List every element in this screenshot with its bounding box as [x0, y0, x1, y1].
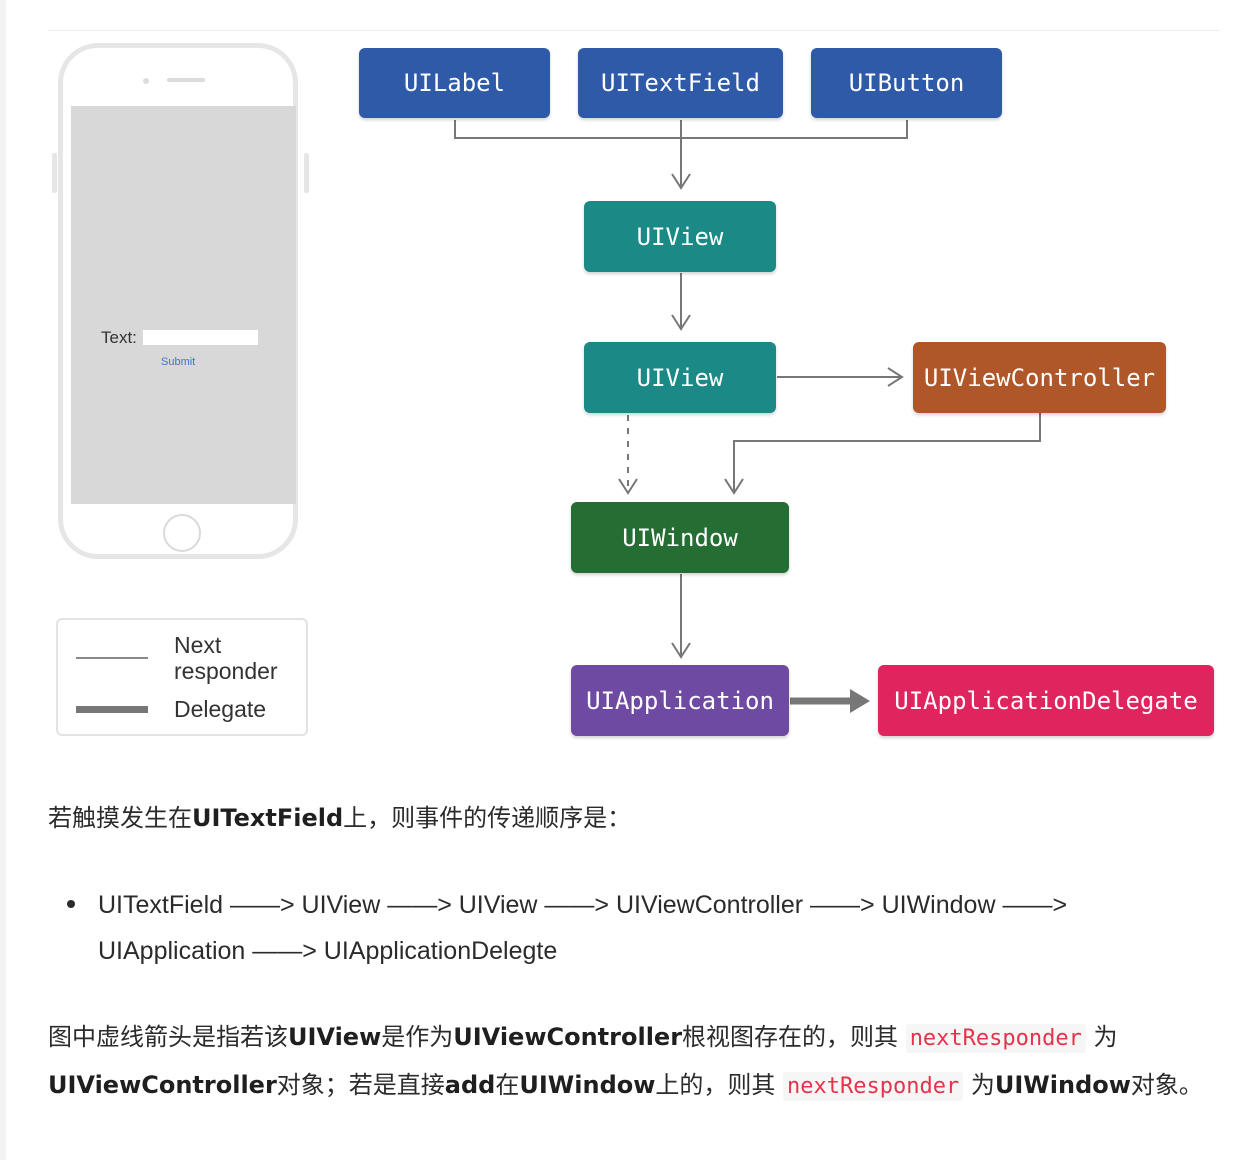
bullet-dot [67, 900, 75, 908]
responder-chain-figure: Text: Submit Next responder Delegate [48, 33, 1220, 743]
p2-bold-uiviewcontroller: UIViewController [453, 1023, 683, 1051]
arrowhead-2 [671, 314, 691, 331]
p2-text-1: 图中虚线箭头是指若该 [48, 1023, 288, 1051]
phone-home-button [163, 514, 201, 552]
legend: Next responder Delegate [56, 618, 308, 736]
p2-text-4: 为 [1085, 1023, 1118, 1051]
arrow-uiviewcontroller-to-uiwindow [733, 413, 1041, 493]
phone-text-field [143, 330, 258, 345]
phone-text-label: Text: [101, 328, 137, 347]
legend-thick-line [76, 706, 148, 713]
arrowhead-3 [887, 367, 904, 387]
node-uiapplicationdelegate: UIApplicationDelegate [878, 665, 1214, 736]
p2-text-2: 是作为 [381, 1023, 454, 1051]
legend-next-responder: Next responder [174, 632, 278, 684]
phone-speaker [167, 78, 205, 82]
p1-suffix: 上，则事件的传递顺序是： [343, 804, 632, 832]
p2-text-5: 对象；若是直接 [276, 1071, 445, 1099]
p2-text-9: 对象。 [1130, 1071, 1203, 1099]
p2-text-6: 在 [495, 1071, 520, 1099]
p2-code-nextresponder-1: nextResponder [905, 1024, 1086, 1053]
paragraph-explanation: 图中虚线箭头是指若该UIView是作为UIViewController根视图存在… [48, 1014, 1220, 1110]
node-uibutton: UIButton [811, 48, 1002, 118]
p2-bold-uiwindow: UIWindow [519, 1071, 656, 1099]
arrowhead-5 [724, 478, 744, 495]
legend-delegate: Delegate [174, 696, 267, 722]
arrowhead-1 [671, 173, 691, 190]
p2-text-3: 根视图存在的，则其 [682, 1023, 906, 1051]
p2-bold-add: add [444, 1071, 496, 1099]
diagram-connectors [454, 120, 1041, 713]
node-uiviewcontroller: UIViewController [913, 342, 1166, 413]
node-uiview-2: UIView [584, 342, 776, 413]
list-item: UITextField ——> UIView ——> UIView ——> UI… [98, 891, 1068, 965]
node-uitextfield: UITextField [578, 48, 783, 118]
phone-submit-label: Submit [161, 356, 196, 368]
node-uiapplication: UIApplication [571, 665, 789, 736]
phone-side-button-left [52, 153, 57, 193]
legend-thin-line [76, 657, 148, 659]
p2-text-7: 上的，则其 [655, 1071, 784, 1099]
p2-code-nextresponder-2: nextResponder [783, 1072, 964, 1101]
phone-screen: Text: Submit [71, 106, 296, 504]
node-uilabel: UILabel [359, 48, 550, 118]
p2-text-8: 为 [963, 1071, 995, 1099]
p2-bold-uiview: UIView [288, 1023, 382, 1051]
phone-side-button-right [304, 153, 309, 193]
phone-mockup: Text: Submit [58, 43, 298, 559]
paragraph-intro: 若触摸发生在UITextField上，则事件的传递顺序是： [48, 798, 631, 838]
arrowhead-6 [671, 642, 691, 659]
p1-prefix: 若触摸发生在 [48, 804, 192, 832]
p1-bold-uitextfield: UITextField [192, 804, 344, 832]
node-uiwindow: UIWindow [571, 502, 789, 573]
left-edge [0, 0, 6, 1160]
delegate-arrowhead [850, 689, 870, 713]
top-divider [48, 30, 1220, 31]
arrowhead-4 [618, 478, 638, 495]
node-uiview-1: UIView [584, 201, 776, 272]
p2-bold-uiviewcontroller-2: UIViewController [48, 1071, 277, 1099]
p2-bold-uiwindow-2: UIWindow [994, 1071, 1131, 1099]
phone-camera [143, 78, 149, 84]
